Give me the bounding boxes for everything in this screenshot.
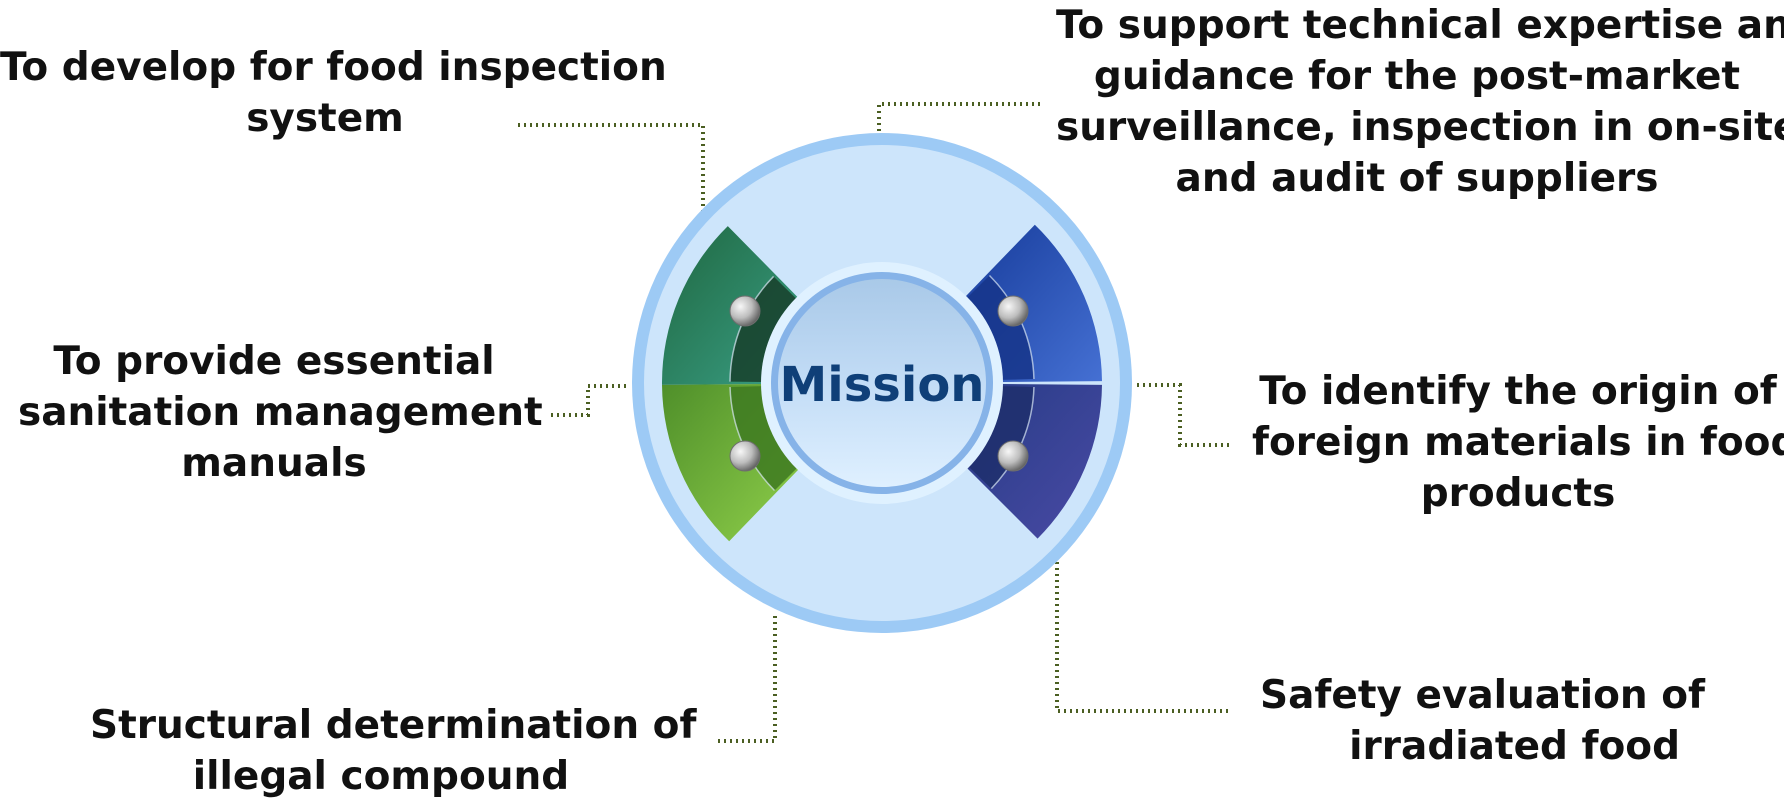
mission-title: Mission [780, 357, 985, 413]
item-line: sanitation management [18, 390, 543, 435]
segments-group [662, 224, 1102, 542]
silver-knob-icon [997, 295, 1029, 327]
connector-lines [518, 102, 1232, 743]
connector-line [877, 102, 1040, 138]
item-line: surveillance, inspection in on-site, [1056, 105, 1784, 150]
item-illegal-compound: Structural determination of illegal comp… [90, 700, 697, 802]
item-line: foreign materials in food [1252, 420, 1784, 465]
item-irradiated-food: Safety evaluation of irradiated food [1260, 670, 1706, 772]
silver-knob-icon [997, 440, 1029, 472]
item-line: To support technical expertise and [1056, 3, 1784, 48]
item-line: To develop for food inspection [0, 45, 667, 90]
item-develop-food-inspection: To develop for food inspection system [0, 42, 667, 144]
connector-line [518, 123, 705, 212]
item-line: To identify the origin of [1259, 369, 1777, 414]
item-line: illegal compound [192, 754, 570, 799]
item-line: guidance for the post-market [1093, 54, 1741, 99]
silver-knob-icon [729, 295, 761, 327]
item-line: system [246, 96, 404, 141]
connector-line [551, 384, 626, 417]
segment-bottom-right [965, 384, 1102, 539]
segment-top-right-inner-band [965, 275, 1034, 380]
segment-top-left-inner-band [730, 276, 798, 382]
item-line: Structural determination of [90, 703, 697, 748]
segment-bottom-right-inner-band [966, 386, 1034, 489]
item-line: irradiated food [1349, 724, 1680, 769]
connector-line [1055, 562, 1232, 713]
center-disc [778, 279, 986, 487]
item-line: manuals [181, 441, 367, 486]
item-line: Safety evaluation of [1260, 673, 1706, 718]
segment-bottom-right-divider [990, 386, 1035, 490]
item-line: To provide essential [53, 339, 495, 384]
item-foreign-materials: To identify the origin of foreign materi… [1252, 366, 1784, 519]
segment-top-right [963, 224, 1102, 382]
connector-line [718, 614, 777, 743]
silver-knob-icon [729, 440, 761, 472]
item-line: and audit of suppliers [1175, 156, 1659, 201]
item-technical-expertise: To support technical expertise and guida… [1056, 0, 1784, 204]
segment-bottom-left-inner-band [730, 386, 799, 491]
item-line: products [1420, 471, 1616, 516]
connector-line [1137, 383, 1232, 447]
item-sanitation-manuals: To provide essential sanitation manageme… [18, 336, 543, 489]
